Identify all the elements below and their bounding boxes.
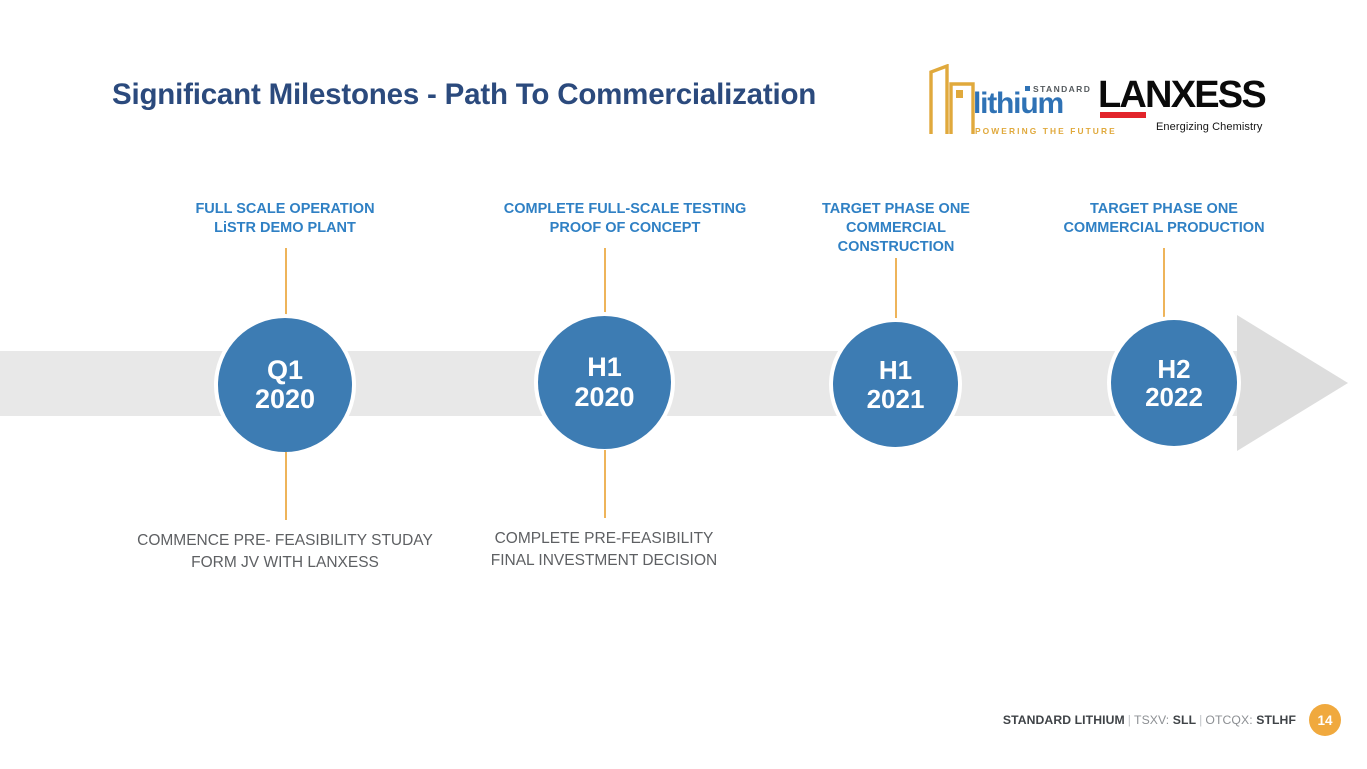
standard-lithium-superscript-text: STANDARD: [1033, 84, 1092, 94]
footer-exchange-1-label: TSXV:: [1134, 713, 1170, 727]
milestone-circle[interactable]: Q1 2020: [218, 318, 352, 452]
footer-separator-1: |: [1127, 713, 1132, 727]
standard-lithium-building-icon: [929, 64, 975, 134]
lanxess-red-bar-icon: [1100, 112, 1146, 118]
lanxess-logo: LANXESS Energizing Chemistry: [1098, 76, 1267, 138]
standard-lithium-square-icon: [1025, 86, 1030, 91]
milestone-period-line2: 2021: [866, 383, 925, 414]
footer-ticker-text: STANDARD LITHIUM|TSXV: SLL|OTCQX: STLHF: [1003, 713, 1296, 727]
milestone-circle[interactable]: H1 2020: [538, 316, 671, 449]
milestone-period-line1: Q1: [266, 354, 304, 385]
milestone-connector-top: [895, 258, 897, 322]
milestone-label-above: TARGET PHASE ONE COMMERCIAL PRODUCTION: [1063, 201, 1265, 237]
standard-lithium-logo: STANDARD lithium POWERING THE FUTURE: [929, 64, 1115, 142]
milestone-period-line1: H1: [878, 355, 913, 386]
timeline-arrow-icon: [1237, 315, 1348, 451]
milestone-connector-top: [285, 248, 287, 318]
milestone-label-above: COMPLETE FULL-SCALE TESTING PROOF OF CON…: [503, 201, 747, 237]
standard-lithium-superscript: STANDARD: [1025, 84, 1091, 94]
page-title: Significant Milestones - Path To Commerc…: [112, 78, 817, 111]
milestone-connector-top: [1163, 248, 1165, 320]
milestone-period-line2: 2020: [574, 381, 635, 412]
milestone-label-below: COMPLETE PRE-FEASIBILITY FINAL INVESTMEN…: [490, 530, 718, 569]
slide-header: Significant Milestones - Path To Commerc…: [0, 0, 1367, 170]
standard-lithium-wordmark: lithium: [973, 87, 1064, 120]
milestone-period-line2: 2020: [254, 384, 316, 414]
footer-exchange-2-ticker: STLHF: [1256, 713, 1296, 727]
lanxess-wordmark: LANXESS: [1098, 74, 1267, 116]
milestone-connector-bottom: [604, 450, 606, 518]
milestone-label-above: FULL SCALE OPERATION LiSTR DEMO PLANT: [195, 201, 375, 237]
milestone-circle[interactable]: H1 2021: [833, 322, 958, 447]
slide-footer: STANDARD LITHIUM|TSXV: SLL|OTCQX: STLHF …: [1003, 702, 1341, 738]
milestone-connector-top: [604, 248, 606, 316]
footer-separator-2: |: [1199, 713, 1203, 727]
lanxess-tagline: Energizing Chemistry: [1156, 121, 1263, 133]
milestone-period-line1: H1: [587, 352, 622, 383]
milestone-connector-bottom: [285, 452, 287, 520]
page-number-badge: 14: [1309, 704, 1341, 736]
milestone-period-line2: 2022: [1145, 382, 1203, 412]
milestone-label-below: COMMENCE PRE- FEASIBILITY STUDAY FORM JV…: [137, 532, 433, 571]
footer-company-name: STANDARD LITHIUM: [1002, 713, 1125, 727]
standard-lithium-tagline: POWERING THE FUTURE: [975, 126, 1117, 136]
milestone-period-line1: H2: [1157, 353, 1191, 384]
milestone-label-above: TARGET PHASE ONE COMMERCIAL CONSTRUCTION: [822, 201, 970, 256]
footer-exchange-1-ticker: SLL: [1172, 713, 1197, 727]
milestone-circle[interactable]: H2 2022: [1111, 320, 1237, 446]
footer-exchange-2-label: OTCQX:: [1205, 713, 1253, 727]
